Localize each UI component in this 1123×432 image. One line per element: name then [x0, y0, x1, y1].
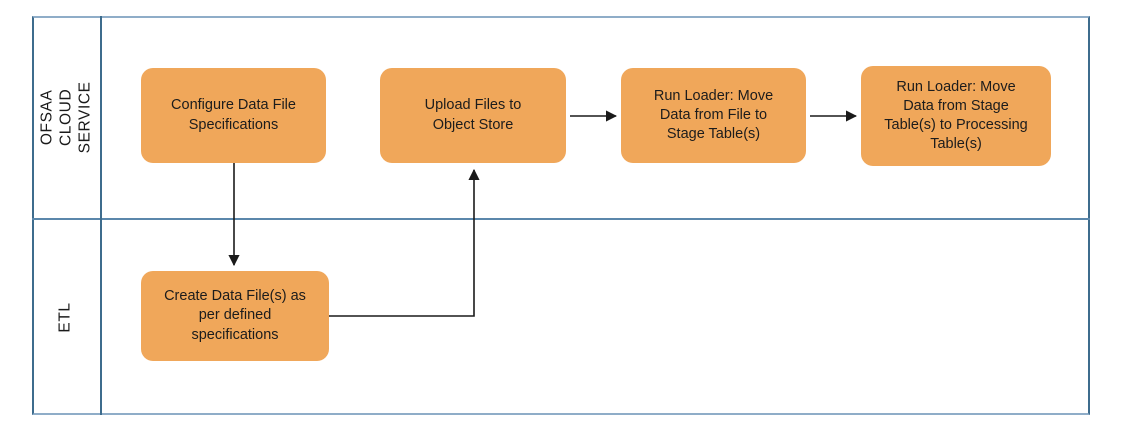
node-create-data-files[interactable]: Create Data File(s) as per defined speci… — [141, 271, 329, 361]
node-upload-files-to-object-store[interactable]: Upload Files to Object Store — [380, 68, 566, 163]
lane-label-cloud-service: OFSAA CLOUD SERVICE — [34, 18, 99, 217]
node-run-loader-stage-to-processing[interactable]: Run Loader: Move Data from Stage Table(s… — [861, 66, 1051, 166]
node-upload-label: Upload Files to Object Store — [424, 97, 522, 133]
node-configure-label: Configure Data File Specifications — [171, 97, 296, 133]
node-create-label: Create Data File(s) as per defined speci… — [164, 288, 306, 343]
node-run-loader-file-to-stage[interactable]: Run Loader: Move Data from File to Stage… — [621, 68, 806, 163]
node-configure-data-file-specifications[interactable]: Configure Data File Specifications — [141, 68, 326, 163]
node-loader-file-label: Run Loader: Move Data from File to Stage… — [653, 87, 774, 143]
swimlane-frame — [32, 16, 1090, 415]
lane-divider — [32, 218, 1090, 220]
lane-label-column-divider — [100, 16, 102, 415]
lane-label-etl: ETL — [34, 220, 99, 414]
node-loader-stage-label: Run Loader: Move Data from Stage Table(s… — [884, 78, 1028, 153]
lane-label-etl-text: ETL — [57, 301, 75, 333]
lane-label-cloud-service-text: OFSAA CLOUD SERVICE — [38, 81, 93, 154]
